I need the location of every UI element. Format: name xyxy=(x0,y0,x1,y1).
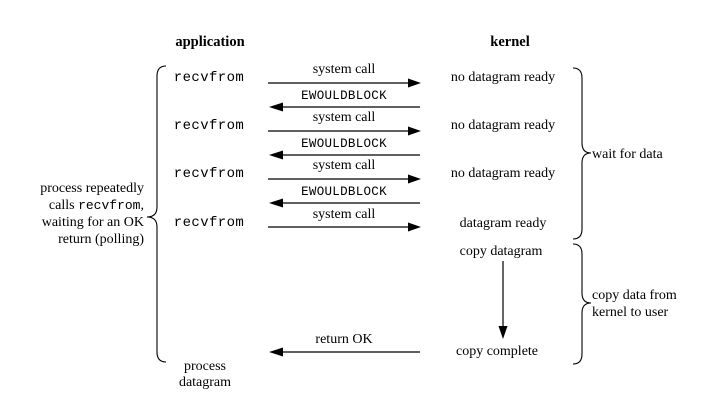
system-call-arrow-3 xyxy=(268,174,421,184)
ewouldblock-label-1: EWOULDBLOCK xyxy=(301,88,387,103)
return-ok-arrow xyxy=(269,347,420,357)
kernel-status-3: no datagram ready xyxy=(450,166,556,181)
ewouldblock-arrow-1 xyxy=(269,102,420,112)
process-datagram-line-1: process xyxy=(184,359,226,374)
system-call-label-4: system call xyxy=(312,207,376,222)
ewouldblock-label-2: EWOULDBLOCK xyxy=(301,136,387,151)
recvfrom-label-4: recvfrom xyxy=(173,215,245,231)
recvfrom-label-2: recvfrom xyxy=(173,118,245,134)
kernel-header: kernel xyxy=(490,33,530,50)
copy-data-label-line-1: copy data from xyxy=(592,288,677,303)
system-call-label-3: system call xyxy=(312,158,376,173)
left-annotation-line-2-text: calls xyxy=(48,198,79,213)
copy-data-brace xyxy=(572,243,592,365)
system-call-arrow-4 xyxy=(268,222,421,232)
application-header: application xyxy=(175,33,245,50)
system-call-label-2: system call xyxy=(312,110,376,125)
left-brace xyxy=(146,65,167,363)
recvfrom-label-1: recvfrom xyxy=(173,70,245,86)
recvfrom-inline-code: recvfrom xyxy=(78,198,141,213)
copy-data-label-line-2: kernel to user xyxy=(592,305,669,320)
copy-progress-arrow xyxy=(498,261,508,339)
kernel-status-1: no datagram ready xyxy=(450,70,556,85)
copy-data-label: copy data from kernel to user xyxy=(592,287,677,321)
return-ok-label: return OK xyxy=(315,332,373,347)
recvfrom-label-3: recvfrom xyxy=(173,166,245,182)
left-annotation-line-4: return (polling) xyxy=(58,232,144,247)
left-annotation: process repeatedly calls recvfrom, waiti… xyxy=(40,180,144,248)
wait-for-data-brace xyxy=(572,67,592,240)
wait-for-data-label: wait for data xyxy=(592,147,663,162)
system-call-arrow-1 xyxy=(268,78,421,88)
system-call-arrow-2 xyxy=(268,126,421,136)
ewouldblock-arrow-3 xyxy=(269,198,420,208)
left-annotation-line-3: waiting for an OK xyxy=(41,215,144,230)
process-datagram-line-2: datagram xyxy=(178,375,232,390)
kernel-status-2: no datagram ready xyxy=(450,118,556,133)
copy-datagram-label: copy datagram xyxy=(459,244,543,259)
process-datagram-label: process datagram xyxy=(179,359,231,391)
left-annotation-line-1: process repeatedly xyxy=(40,181,144,196)
ewouldblock-arrow-2 xyxy=(269,150,420,160)
copy-complete-label: copy complete xyxy=(455,344,539,359)
ewouldblock-label-3: EWOULDBLOCK xyxy=(301,184,387,199)
left-annotation-line-2: calls recvfrom, xyxy=(40,197,144,214)
kernel-status-4: datagram ready xyxy=(459,216,547,231)
left-annotation-line-2-comma: , xyxy=(140,198,145,213)
system-call-label-1: system call xyxy=(312,62,376,77)
